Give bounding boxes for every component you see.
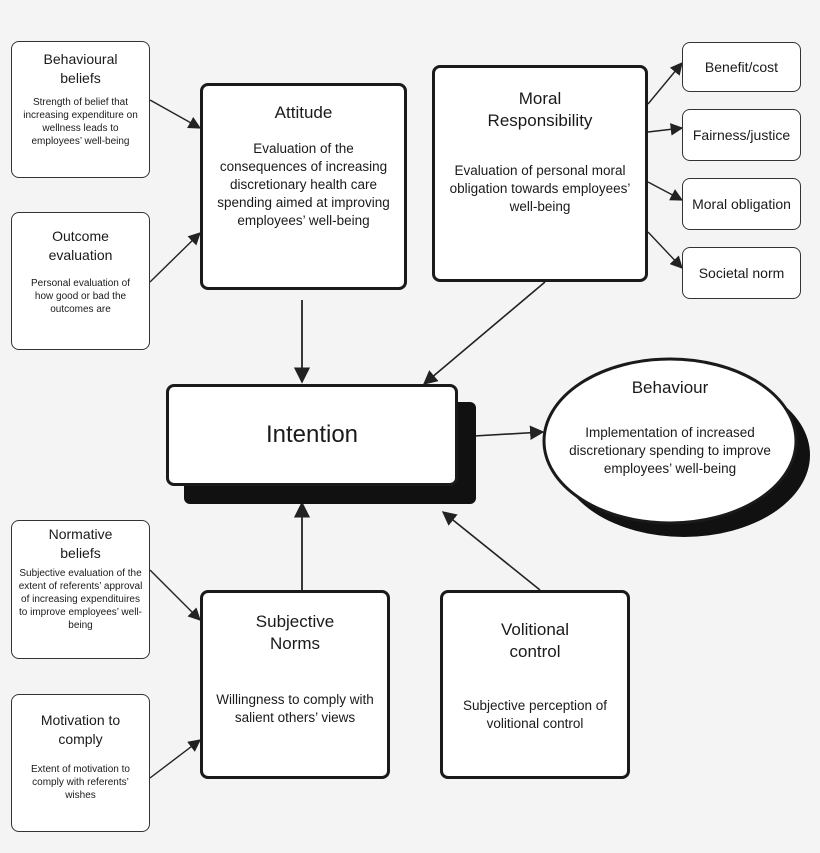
motivation-to-comply-desc: Extent of motivation to comply with refe… (31, 764, 130, 801)
moral-obligation-box: Moral obligation (682, 178, 801, 230)
moral-responsibility-box: Moral Responsibility Evaluation of perso… (432, 65, 648, 282)
volitional-control-title: Volitional control (500, 620, 570, 661)
arrow-motivation-to-norms (149, 739, 202, 779)
subjective-norms-title: Subjective Norms (255, 612, 335, 653)
attitude-title: Attitude (274, 103, 333, 122)
arrow-volitional-to-intention (441, 511, 541, 591)
outcome-evaluation-desc: Personal evaluation of how good or bad t… (31, 278, 130, 315)
societal-norm-label: Societal norm (698, 265, 785, 281)
arrow-moral-to-benefit (647, 62, 683, 105)
arrow-moral-to-fairness (647, 123, 684, 136)
arrow-normative-to-norms (149, 569, 201, 621)
normative-beliefs-box: Normative beliefs Subjective evaluation … (11, 520, 150, 659)
fairness-justice-label: Fairness/justice (692, 127, 791, 143)
behavioural-beliefs-desc: Strength of belief that increasing expen… (23, 97, 138, 147)
benefit-cost-box: Benefit/cost (682, 42, 801, 92)
behaviour-ellipse-body (542, 357, 798, 525)
benefit-cost-label: Benefit/cost (704, 59, 779, 75)
intention-title: Intention (265, 421, 359, 448)
behavioural-beliefs-title: Behavioural beliefs (43, 51, 118, 86)
moral-responsibility-desc: Evaluation of personal moral obligation … (449, 163, 631, 214)
behavioural-beliefs-box: Behavioural beliefs Strength of belief t… (11, 41, 150, 178)
moral-responsibility-title: Moral Responsibility (487, 89, 593, 130)
attitude-box: Attitude Evaluation of the consequences … (200, 83, 407, 290)
normative-beliefs-desc: Subjective evaluation of the extent of r… (18, 568, 143, 631)
moral-obligation-label: Moral obligation (692, 196, 791, 212)
volitional-control-box: Volitional control Subjective perception… (440, 590, 630, 779)
motivation-to-comply-box: Motivation to comply Extent of motivatio… (11, 694, 150, 832)
subjective-norms-desc: Willingness to comply with salient other… (216, 692, 374, 725)
intention-box: Intention (166, 384, 458, 486)
attitude-desc: Evaluation of the consequences of increa… (217, 141, 390, 228)
behaviour-title: Behaviour (631, 378, 709, 397)
subjective-norms-box: Subjective Norms Willingness to comply w… (200, 590, 390, 779)
behaviour-desc: Implementation of increased discretionar… (569, 425, 771, 476)
societal-norm-box: Societal norm (682, 247, 801, 299)
arrow-intention-to-behaviour (473, 425, 545, 440)
outcome-evaluation-box: Outcome evaluation Personal evaluation o… (11, 212, 150, 350)
fairness-justice-box: Fairness/justice (682, 109, 801, 161)
behaviour-ellipse (542, 357, 810, 537)
arrow-outcome-to-attitude (149, 232, 201, 283)
normative-beliefs-title: Normative beliefs (48, 526, 113, 561)
outcome-evaluation-title: Outcome evaluation (48, 228, 113, 263)
motivation-to-comply-title: Motivation to comply (40, 712, 121, 747)
arrow-beliefs-to-attitude (149, 99, 202, 129)
arrow-moral-to-obligation (647, 181, 684, 201)
arrow-moral-to-societal (647, 231, 683, 269)
arrow-moral-to-intention (422, 281, 546, 385)
volitional-control-desc: Subjective perception of volitional cont… (462, 698, 608, 731)
